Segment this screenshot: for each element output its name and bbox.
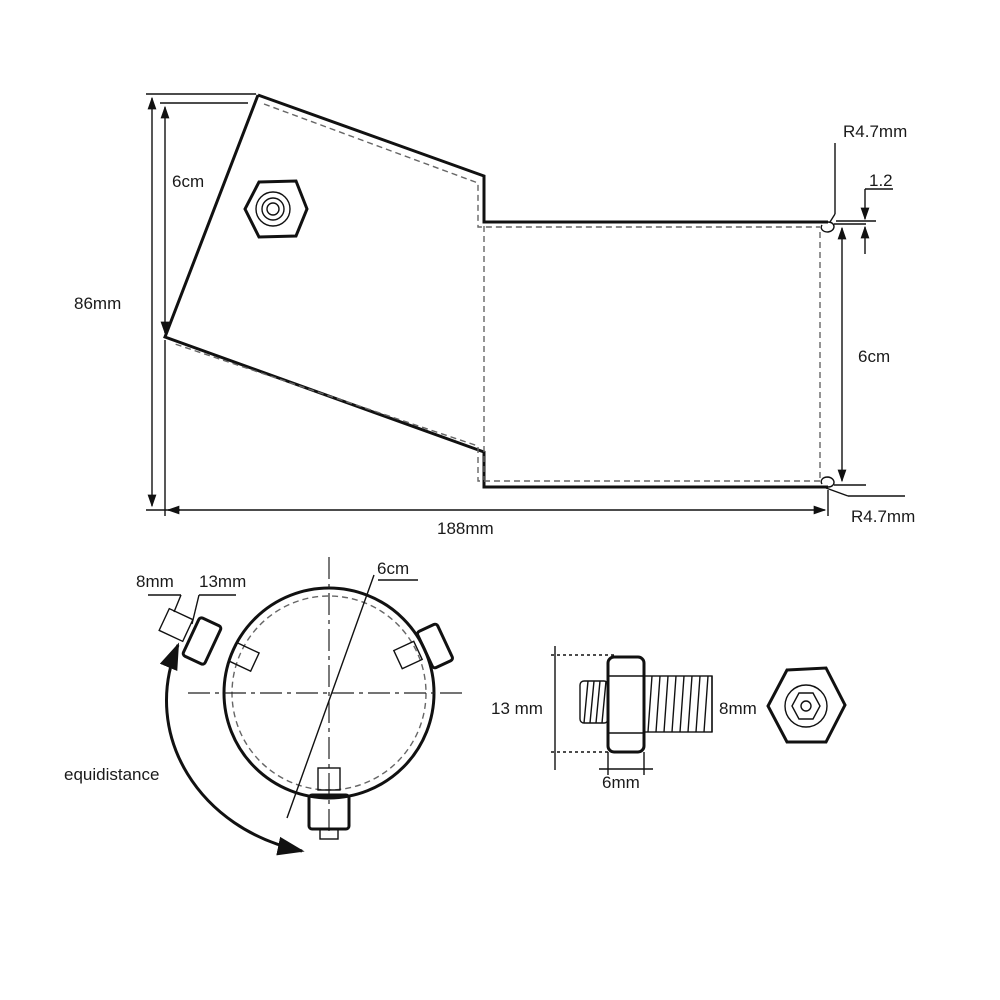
bolt-thread-right bbox=[643, 675, 713, 733]
label-ring-13mm: 13mm bbox=[199, 572, 246, 591]
side-view: 86mm 6cm 188mm 6cm R4.7mm 1.2 R4.7mm bbox=[74, 93, 915, 538]
label-r47-bottom: R4.7mm bbox=[851, 507, 915, 526]
ring-bolt-left bbox=[158, 607, 261, 673]
label-bolt-13mm: 13 mm bbox=[491, 699, 543, 718]
label-equidistance: equidistance bbox=[64, 765, 159, 784]
ring-diameter-line bbox=[286, 574, 375, 819]
dim-1-2 bbox=[836, 188, 893, 254]
ring-bolt-bottom bbox=[307, 767, 351, 840]
label-bolt-8mm: 8mm bbox=[719, 699, 757, 718]
end-curl-bottom bbox=[820, 476, 835, 488]
equidistance-arrow bbox=[159, 642, 305, 856]
leader-r47-bottom bbox=[825, 487, 905, 497]
hex-nut-icon bbox=[766, 666, 847, 744]
label-86mm: 86mm bbox=[74, 294, 121, 313]
tip-hidden-lines bbox=[171, 103, 821, 482]
label-ring-6cm: 6cm bbox=[377, 559, 409, 578]
label-1-2: 1.2 bbox=[869, 171, 893, 190]
dim-6cm-top bbox=[160, 102, 248, 335]
label-ring-8mm: 8mm bbox=[136, 572, 174, 591]
label-6cm-right: 6cm bbox=[858, 347, 890, 366]
ring-end-view: 8mm 13mm 6cm equidistance bbox=[64, 557, 462, 856]
leader-r47-top bbox=[829, 143, 836, 223]
label-6cm-top: 6cm bbox=[172, 172, 204, 191]
ring-bolt-leaders bbox=[148, 579, 418, 625]
label-188mm: 188mm bbox=[437, 519, 494, 538]
dim-6cm-right bbox=[834, 223, 866, 486]
tip-outline bbox=[163, 93, 828, 489]
dim-188mm bbox=[164, 340, 829, 516]
label-bolt-6mm: 6mm bbox=[602, 773, 640, 792]
end-curl-top bbox=[820, 221, 835, 233]
bolt-thread-left bbox=[579, 680, 609, 724]
bolt-detail-view: 13 mm 8mm 6mm bbox=[491, 646, 847, 792]
label-r47-top: R4.7mm bbox=[843, 122, 907, 141]
hex-nut-icon bbox=[243, 179, 309, 239]
dim-86mm bbox=[146, 93, 256, 511]
bolt-nut-body bbox=[606, 655, 646, 754]
ring-bolt-right bbox=[392, 622, 454, 670]
